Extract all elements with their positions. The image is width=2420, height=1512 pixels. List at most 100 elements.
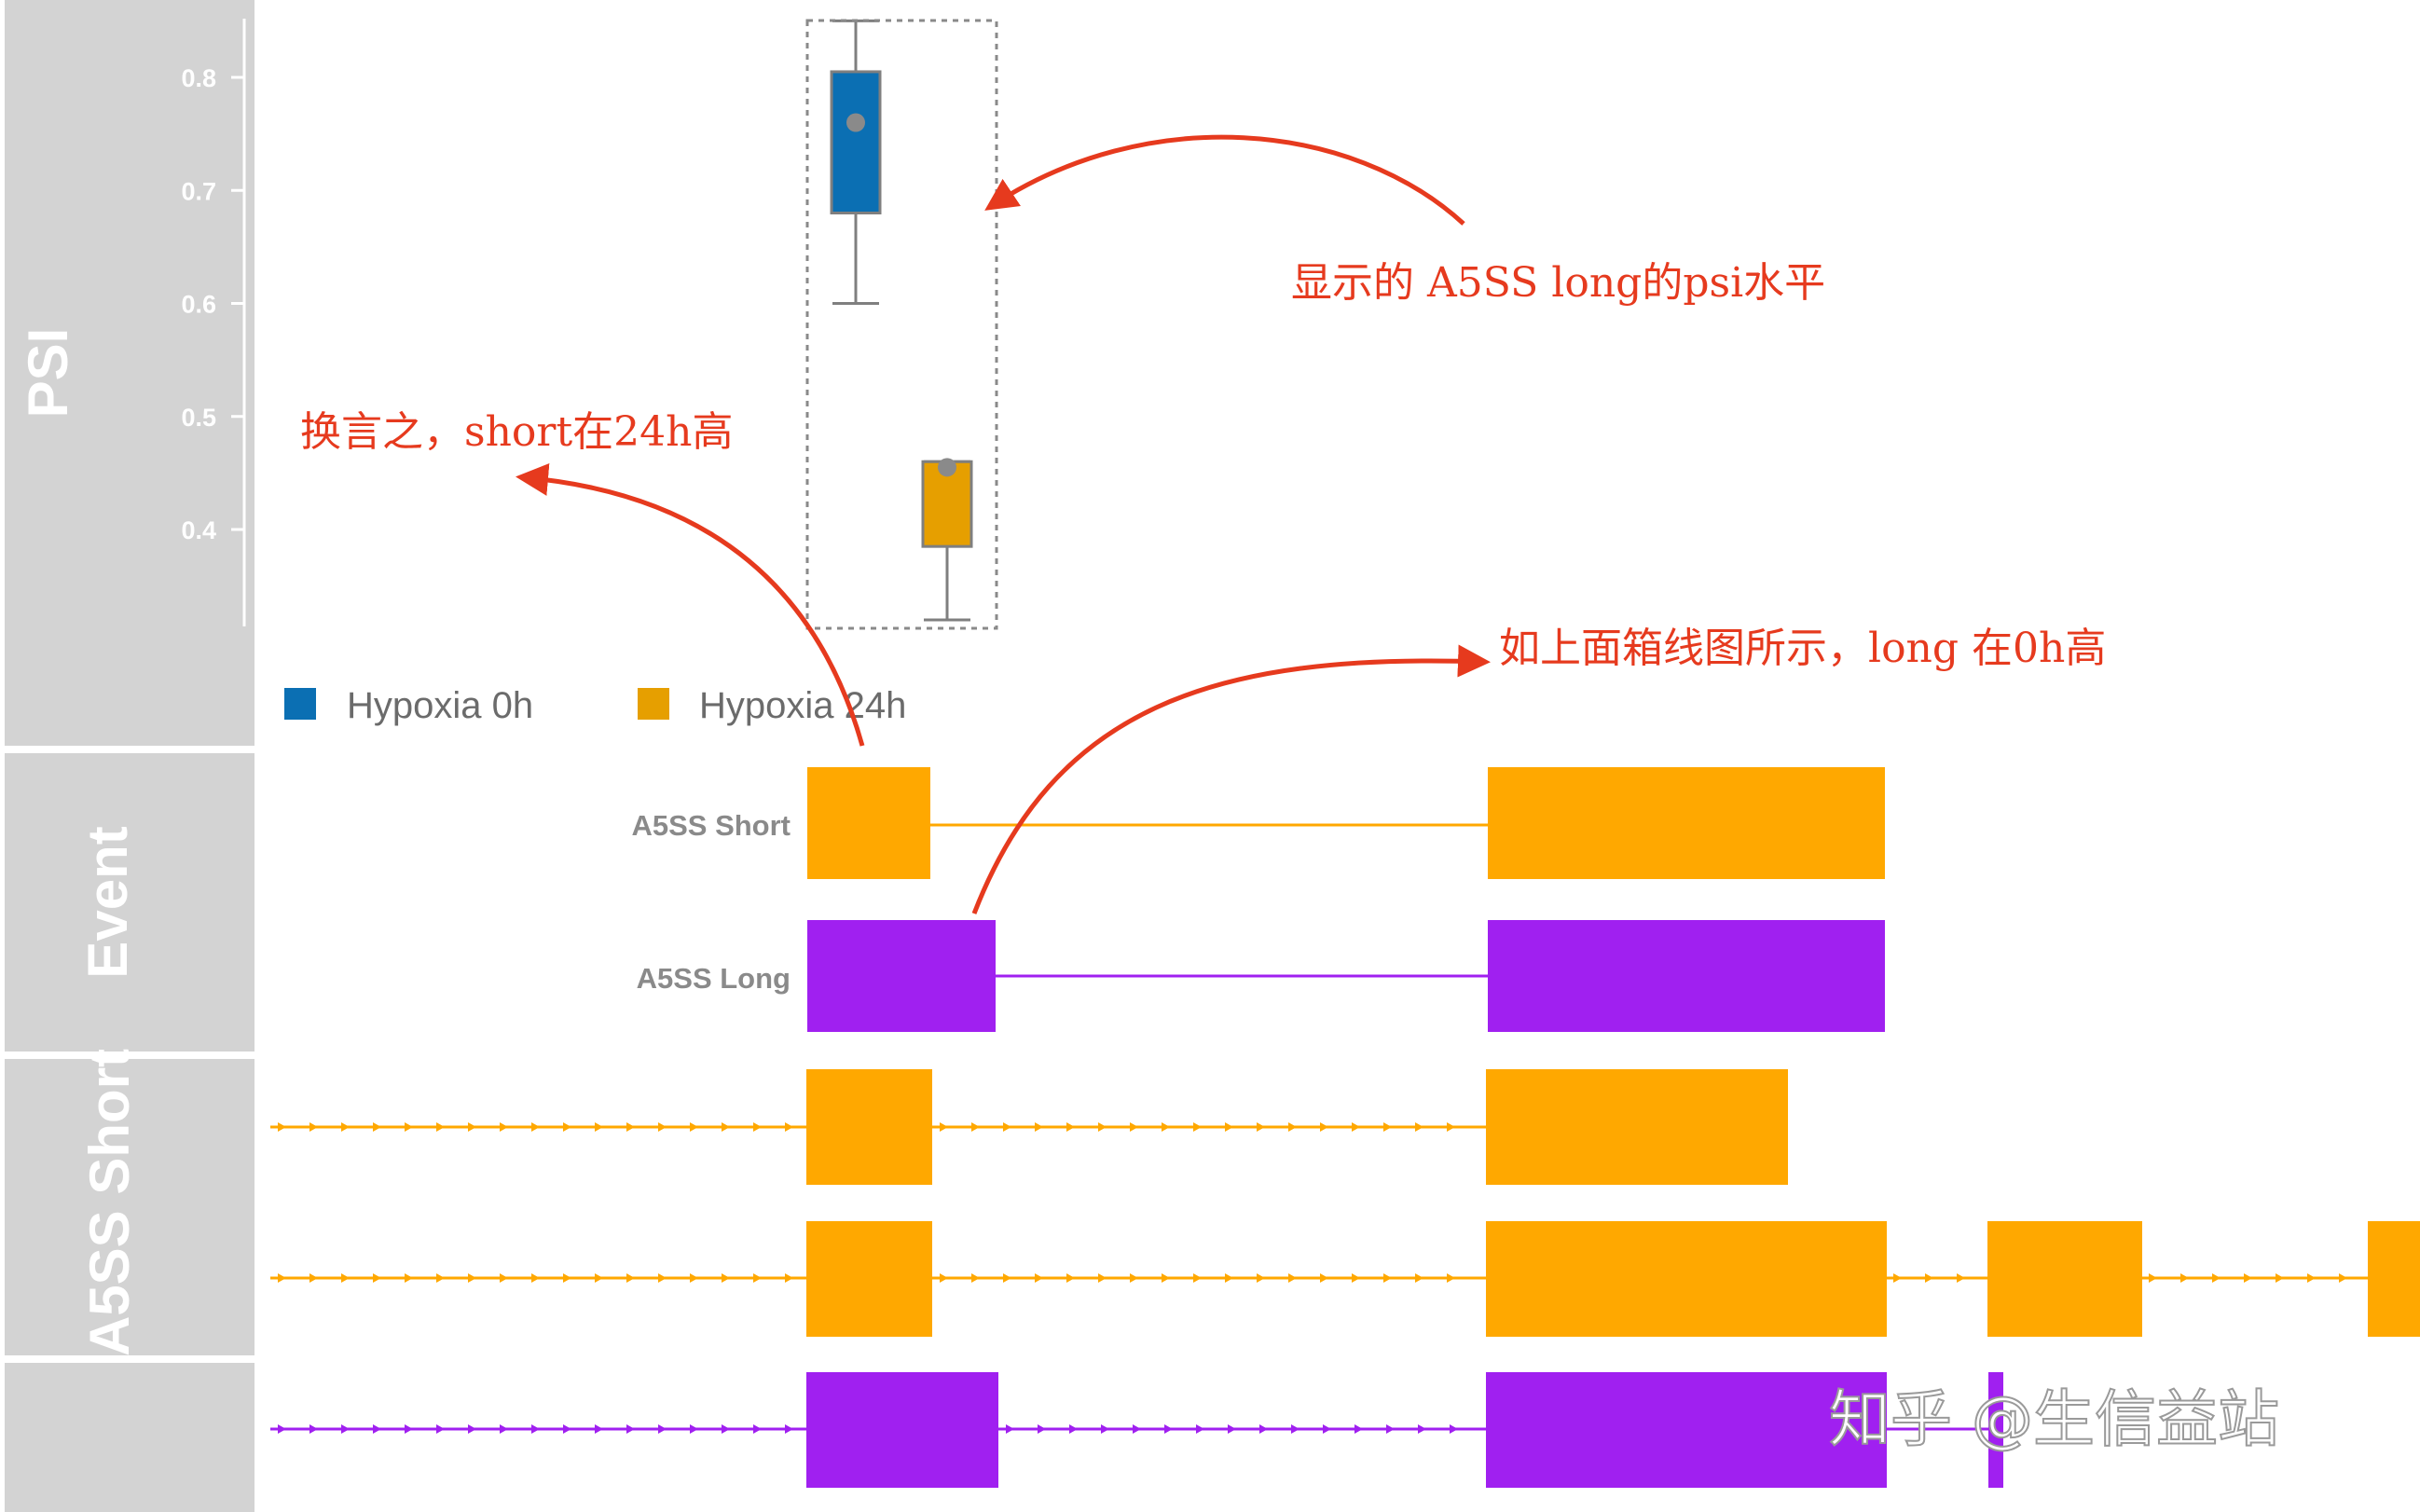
intron-arrow: [1038, 1424, 1046, 1434]
intron-arrow: [1418, 1424, 1426, 1434]
transcript-short-2-exon-3: [1987, 1221, 2142, 1337]
intron-arrow: [722, 1273, 730, 1283]
intron-arrow: [1450, 1424, 1458, 1434]
y-tick-label: 0.5: [181, 404, 216, 432]
intron-arrow: [1447, 1273, 1455, 1283]
intron-arrow: [405, 1122, 413, 1132]
intron-arrow: [1925, 1273, 1933, 1283]
legend-label-24h: Hypoxia 24h: [699, 685, 906, 726]
intron-arrow: [1259, 1424, 1268, 1434]
intron-arrow: [690, 1273, 698, 1283]
intron-arrow: [531, 1424, 540, 1434]
transcript-short-1: [270, 1069, 1788, 1185]
intron-arrow: [1193, 1122, 1202, 1132]
intron-arrow: [309, 1424, 318, 1434]
intron-arrow: [1383, 1273, 1392, 1283]
intron-arrow: [2244, 1273, 2252, 1283]
intron-arrow: [626, 1424, 635, 1434]
intron-arrow: [690, 1122, 698, 1132]
intron-arrow: [373, 1424, 381, 1434]
transcript-short-1-exon-1: [806, 1069, 932, 1185]
transcript-long-1-exon-1: [806, 1372, 998, 1488]
strip-a5ss-short: [5, 1059, 254, 1355]
intron-arrow: [626, 1273, 635, 1283]
y-tick-label: 0.4: [181, 516, 216, 544]
intron-arrow: [563, 1424, 571, 1434]
intron-arrow: [405, 1424, 413, 1434]
intron-arrow: [373, 1122, 381, 1132]
intron-arrow: [785, 1424, 793, 1434]
intron-arrow: [1006, 1424, 1014, 1434]
intron-arrow: [1098, 1122, 1107, 1132]
intron-arrow: [595, 1122, 603, 1132]
box-body: [830, 70, 882, 214]
annotation-short-24h: 换言之，short在24h高: [300, 408, 733, 456]
intron-arrow: [531, 1122, 540, 1132]
intron-arrow: [309, 1122, 318, 1132]
strip-label-event: Event: [76, 826, 139, 978]
box-hypoxia-24h: [921, 458, 973, 622]
intron-arrow: [940, 1122, 948, 1132]
strip-psi: [5, 0, 254, 746]
intron-arrow: [2180, 1273, 2189, 1283]
box-hypoxia-0h: [830, 19, 882, 305]
intron-arrow: [1164, 1424, 1173, 1434]
intron-arrow: [468, 1273, 476, 1283]
transcript-short-1-exon-2: [1486, 1069, 1788, 1185]
intron-arrow: [1291, 1424, 1299, 1434]
intron-arrow: [500, 1273, 508, 1283]
intron-arrow: [1098, 1273, 1107, 1283]
intron-arrow: [1003, 1122, 1011, 1132]
intron-arrow: [1415, 1273, 1423, 1283]
track-label-a5ss-long: A5SS Long: [637, 962, 791, 995]
intron-arrow: [563, 1122, 571, 1132]
intron-arrow: [690, 1424, 698, 1434]
legend-label-0h: Hypoxia 0h: [347, 685, 533, 726]
intron-arrow: [309, 1273, 318, 1283]
annotation-long-0h: 如上面箱线图所示，long 在0h高: [1499, 625, 2106, 672]
intron-arrow: [1288, 1273, 1297, 1283]
intron-arrow: [658, 1424, 667, 1434]
intron-arrow: [1196, 1424, 1204, 1434]
intron-arrow: [563, 1273, 571, 1283]
intron-arrow: [1003, 1273, 1011, 1283]
intron-arrow: [1193, 1273, 1202, 1283]
legend-swatch-24h: [638, 688, 669, 720]
intron-arrow: [1257, 1122, 1265, 1132]
y-axis: 0.40.50.60.70.8: [181, 19, 246, 626]
intron-arrow: [753, 1273, 762, 1283]
intron-arrow: [436, 1273, 445, 1283]
intron-arrow: [1447, 1122, 1455, 1132]
event-long-exon-1: [807, 920, 996, 1032]
intron-arrow: [1352, 1273, 1360, 1283]
intron-arrow: [1225, 1273, 1233, 1283]
intron-arrow: [1101, 1424, 1109, 1434]
annotation-arrow-short-24h: [516, 462, 865, 747]
transcript-short-2-exon-4: [2368, 1221, 2420, 1337]
intron-arrow: [1066, 1122, 1075, 1132]
box-plots: [830, 19, 973, 622]
intron-arrow: [1228, 1424, 1236, 1434]
intron-arrow: [1225, 1122, 1233, 1132]
intron-arrow: [1130, 1122, 1138, 1132]
intron-arrow: [2339, 1273, 2347, 1283]
legend-swatch-0h: [284, 688, 316, 720]
intron-arrow: [341, 1273, 350, 1283]
intron-arrow: [722, 1122, 730, 1132]
intron-arrow: [500, 1122, 508, 1132]
intron-arrow: [722, 1424, 730, 1434]
intron-arrow: [1069, 1424, 1078, 1434]
y-tick-label: 0.7: [181, 177, 216, 205]
intron-arrow: [2276, 1273, 2284, 1283]
intron-arrow: [278, 1424, 286, 1434]
intron-arrow: [468, 1424, 476, 1434]
facet-strips: PSI Event A5SS Short: [5, 0, 254, 1512]
event-panel: A5SS Short A5SS Long: [631, 767, 1885, 1032]
legend: Hypoxia 0h Hypoxia 24h: [284, 685, 906, 726]
intron-arrow: [1323, 1424, 1331, 1434]
intron-arrow: [500, 1424, 508, 1434]
intron-arrow: [753, 1424, 762, 1434]
intron-arrow: [1415, 1122, 1423, 1132]
intron-arrow: [436, 1424, 445, 1434]
